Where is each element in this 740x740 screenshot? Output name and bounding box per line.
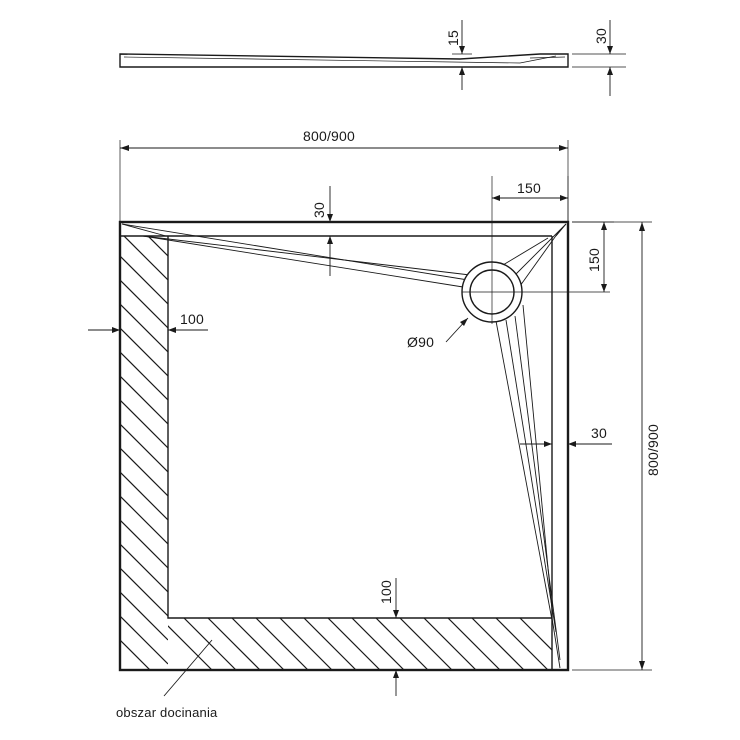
dimension-drain-offset-y: 150 [572,221,614,292]
dim-cut-left-label: 100 [180,311,204,327]
cut-area-label: obszar docinania [116,705,218,720]
dimension-drain-offset-x: 150 [492,176,569,222]
dim-rim-top-label: 30 [311,202,327,218]
dim-width-label: 800/900 [303,128,355,144]
drain [461,176,610,324]
dimension-cut-bottom: 100 [378,578,399,696]
drain-diameter-callout: Ø90 [407,317,469,350]
dimension-cut-left: 100 [88,311,208,333]
cut-area-callout: obszar docinania [116,639,218,720]
dimension-overall-depth: 800/900 [572,221,661,671]
dimension-profile-total: 30 [572,20,626,96]
dim-profile-total-label: 30 [593,28,609,44]
dim-profile-edge-label: 15 [445,30,461,46]
dim-drain-y-label: 150 [586,248,602,272]
dimension-rim-top: 30 [311,186,333,276]
dim-drain-x-label: 150 [517,180,541,196]
dim-depth-label: 800/900 [645,424,661,476]
cut-area-left [120,236,168,670]
dimension-profile-edge: 15 [445,20,472,90]
dimension-overall-width: 800/900 [119,128,569,222]
side-profile: 15 30 [119,20,626,96]
plan-view: 800/900 [88,128,661,720]
cut-area-bottom [168,618,552,670]
dim-cut-bottom-label: 100 [378,580,394,604]
slope-lines [121,223,567,661]
drain-diameter-label: Ø90 [407,334,434,350]
dimension-rim-right: 30 [520,425,612,447]
dim-rim-right-label: 30 [591,425,607,441]
tray-outline [118,220,570,672]
